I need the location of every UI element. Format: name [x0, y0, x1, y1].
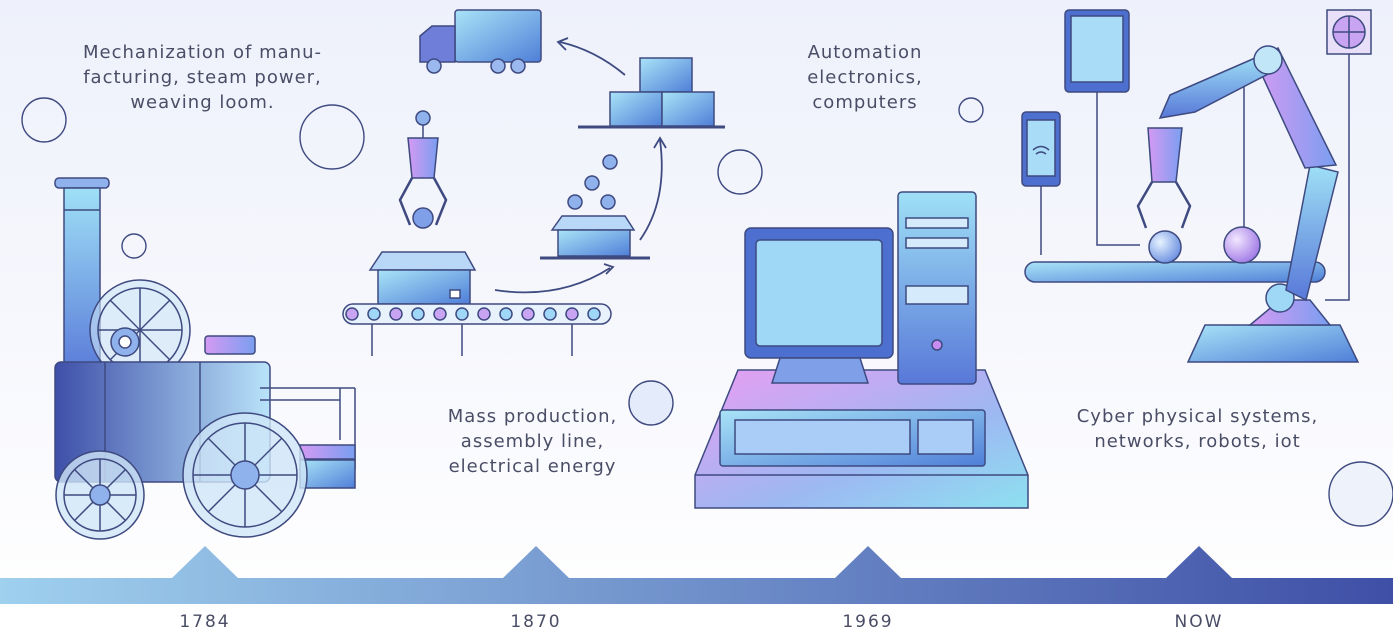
conveyor-roller [345, 307, 359, 321]
caption-line: facturing, steam power, [83, 67, 322, 88]
box-icon [540, 215, 650, 260]
conveyor-roller [543, 307, 557, 321]
box-icon [368, 251, 477, 305]
decorative-circles [21, 97, 1393, 527]
conveyor-roller [477, 307, 491, 321]
era-3-year: 1969 [842, 612, 894, 632]
caption-line: assembly line, [460, 431, 605, 452]
steam-engine-icon [54, 177, 356, 540]
caption-line: Automation [807, 42, 923, 63]
gear-icon [567, 154, 618, 210]
keyboard-icon [719, 409, 986, 467]
decorative-circle-icon [717, 149, 763, 195]
timeline [0, 546, 1393, 604]
tablet-icon [1064, 9, 1130, 93]
decorative-circle-icon [121, 233, 147, 259]
conveyor-belt-icon [342, 303, 612, 356]
caption-line: weaving loom. [130, 92, 275, 113]
caption-line: electrical energy [448, 456, 617, 477]
cyber-physical-group [1021, 9, 1372, 363]
caption-line: Mechanization of manu- [83, 42, 322, 63]
caption-line: networks, robots, iot [1094, 431, 1301, 452]
era-4-caption: Cyber physical systems, networks, robots… [1060, 404, 1335, 454]
decorative-circle-icon [299, 104, 365, 170]
caption-line: Mass production, [447, 406, 618, 427]
conveyor-roller [521, 307, 535, 321]
robot-claw-icon [398, 110, 448, 229]
decorative-circle-icon [628, 380, 674, 426]
conveyor-roller [411, 307, 425, 321]
caption-line: computers [812, 92, 918, 113]
computer-group [694, 191, 1029, 509]
caption-line: Cyber physical systems, [1076, 406, 1319, 427]
conveyor-roller [389, 307, 403, 321]
conveyor-roller [433, 307, 447, 321]
era-2-year: 1870 [510, 612, 562, 632]
robot-arm-icon [1136, 45, 1360, 363]
conveyor-roller [499, 307, 513, 321]
era-4-year: NOW [1174, 612, 1224, 632]
conveyor-roller [587, 307, 601, 321]
gear-icon [412, 207, 434, 229]
globe-icon [1326, 9, 1372, 55]
assembly-line-group [342, 9, 725, 356]
system-unit-icon [897, 191, 977, 385]
delivery-truck-icon [419, 9, 542, 74]
conveyor-roller [367, 307, 381, 321]
decorative-circle-icon [1328, 461, 1393, 527]
timeline-bar [0, 546, 1393, 604]
era-3-caption: Automation electronics, computers [790, 40, 940, 115]
era-2-caption: Mass production, assembly line, electric… [435, 404, 630, 479]
caption-line: electronics, [807, 67, 923, 88]
computer-monitor-icon [744, 227, 894, 384]
decorative-circle-icon [958, 97, 984, 123]
conveyor-roller [565, 307, 579, 321]
conveyor-roller [455, 307, 469, 321]
box-stack-icon [578, 57, 725, 129]
decorative-circle-icon [21, 97, 67, 143]
era-1-caption: Mechanization of manu- facturing, steam … [70, 40, 335, 115]
era-1-year: 1784 [179, 612, 231, 632]
smartphone-wifi-icon [1021, 111, 1061, 187]
